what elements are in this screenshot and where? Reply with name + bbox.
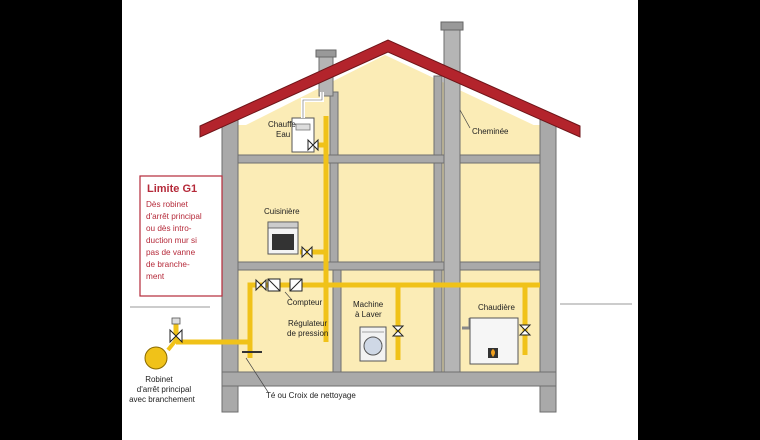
label-robinet-2: d'arrêt principal [137, 385, 192, 394]
foundation-right [539, 385, 557, 413]
label-cheminee: Cheminée [472, 127, 509, 136]
roof [199, 39, 581, 138]
label-machine-1: Machine [353, 300, 384, 309]
valve-heater-icon [307, 138, 319, 152]
wall-right [539, 119, 557, 411]
valve-main-icon [255, 278, 267, 292]
main-valve-icon [169, 328, 183, 344]
label-robinet-3: avec branchement [129, 395, 196, 404]
interior-attic [240, 55, 540, 128]
label-chauffe-eau-2: Eau [276, 130, 290, 139]
foundation-left [221, 385, 239, 413]
boiler-appliance [462, 317, 519, 365]
column-attic-a [329, 91, 339, 156]
limit-box-line: Dès robinet [146, 200, 189, 209]
valve-boiler-icon [518, 324, 532, 336]
limit-box-line: de branche- [146, 260, 190, 269]
column-ground-b [433, 269, 443, 373]
limit-box-frame [139, 175, 223, 297]
column-ground-a [332, 269, 342, 373]
label-regulateur-1: Régulateur [288, 319, 327, 328]
column-upper-b [433, 162, 443, 263]
column-upper-a [329, 162, 339, 263]
gas-tank-icon [144, 346, 168, 370]
floor-upper [237, 154, 541, 164]
chimney-cap [440, 21, 464, 31]
valve-washer-icon [391, 325, 405, 337]
limit-box-line: ou dès intro- [146, 224, 192, 233]
label-te-croix: Té ou Croix de nettoyage [266, 391, 356, 400]
floor-middle [237, 261, 541, 271]
label-regulateur-2: de pression [287, 329, 328, 338]
wall-left [221, 119, 239, 411]
limit-box-line: duction mur si [146, 236, 197, 245]
column-attic-b [433, 75, 443, 156]
main-shutoff-valve [144, 317, 183, 370]
washing-machine-appliance [359, 326, 387, 362]
limit-box-line: pas de vanne [146, 248, 196, 257]
label-cuisiniere: Cuisinière [264, 207, 300, 216]
limit-box-line: ment [146, 272, 165, 281]
floor-slab [221, 371, 557, 387]
valves [255, 138, 532, 337]
label-chaudiere: Chaudière [478, 303, 515, 312]
flame-icon [491, 349, 495, 357]
label-machine-2: à Laver [355, 310, 382, 319]
leader-lines [245, 109, 471, 393]
valve-stove-icon [301, 245, 313, 259]
stove-appliance [267, 221, 299, 255]
label-robinet-1: Robinet [145, 375, 173, 384]
limit-box-title: Limite G1 [147, 183, 197, 195]
limit-box-line: d'arrêt principal [146, 212, 202, 221]
label-compteur: Compteur [287, 298, 322, 307]
gas-pipe-main [173, 282, 540, 345]
limit-g1-box: Limite G1 Dès robinet d'arrêt principal … [139, 175, 223, 297]
flue-cap [315, 49, 337, 58]
label-chauffe-eau-1: Chauffe [268, 120, 296, 129]
